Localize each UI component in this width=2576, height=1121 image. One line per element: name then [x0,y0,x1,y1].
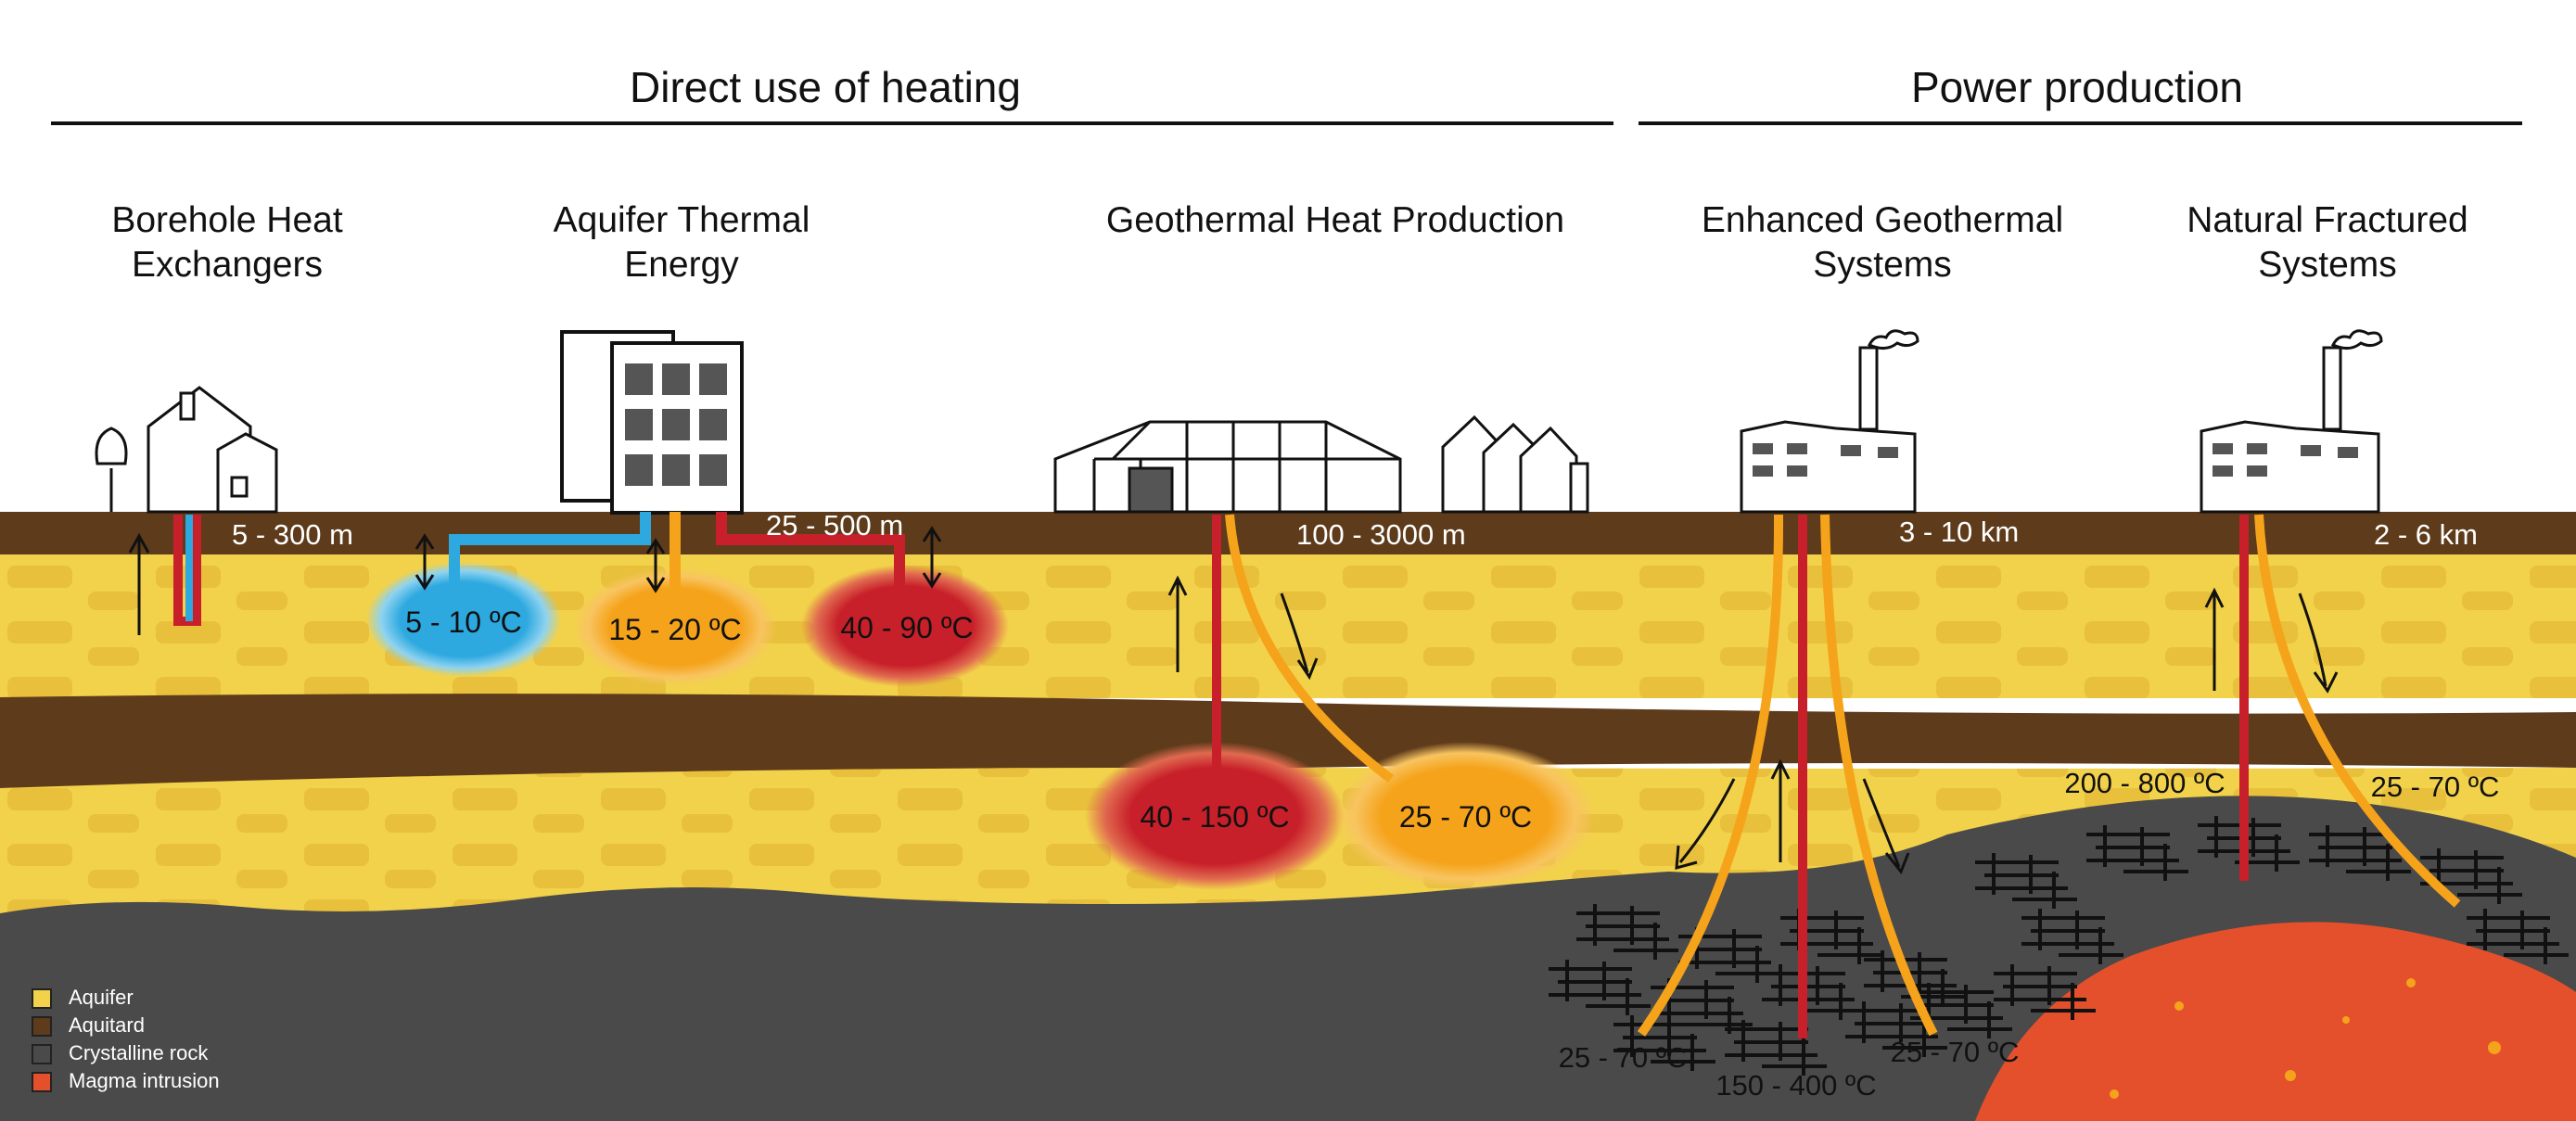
hot-well-temp: 40 - 90 ºC [840,611,974,644]
legend-swatch-magma [32,1072,52,1092]
direct-use-heading: Direct use of heating [630,63,1021,111]
egs-depth: 3 - 10 km [1899,516,2020,548]
magma-intrusion [1975,922,2576,1121]
office-building-icon [560,330,744,515]
ghp-return-temp: 25 - 70 ºC [1398,800,1533,834]
egs-injection-right [1820,514,1938,1037]
nfs-arrows [2204,587,2339,694]
bhe-arrow [128,532,150,635]
greenhouse-icon [1053,420,1402,514]
house-icon [95,386,278,514]
egs-left-temp: 25 - 70 ºC [1558,1041,1688,1074]
power-plant-icon-nfs [2200,329,2383,514]
legend-label-magma: Magma intrusion [69,1069,220,1092]
power-plant-icon-egs [1740,329,1919,514]
ates-depth: 25 - 500 m [766,509,904,541]
hot-well-plume [801,565,1009,687]
ghp-depth: 100 - 3000 m [1296,518,1466,551]
ghp-arrows [1167,575,1319,681]
egs-title: Enhanced Geothermal Systems [1701,200,2064,285]
nfs-depth: 2 - 6 km [2374,518,2478,551]
nfs-return-temp: 25 - 70 ºC [2370,771,2500,803]
ghp-return-plume [1335,742,1595,890]
hot-pipe [716,512,905,593]
legend-swatch-crystalline [32,1044,52,1064]
legend-label-aquifer: Aquifer [69,986,134,1009]
egs-arrows [1675,758,1910,874]
aquitard-middle [0,694,2576,788]
ates-title: Aquifer Thermal Energy [553,200,810,285]
nfs-hot-temp: 200 - 800 ºC [2064,767,2225,799]
houses-icon [1441,414,1589,514]
legend-label-crystalline: Crystalline rock [69,1041,209,1064]
ates-arrows [414,526,942,593]
ghp-title: Geothermal Heat Production [1105,200,1565,240]
warm-well-temp: 15 - 20 ºC [608,613,742,646]
bhe-depth: 5 - 300 m [232,518,353,551]
cold-well-temp: 5 - 10 ºC [405,605,522,639]
bhe-title: Borehole Heat Exchangers [111,200,343,285]
egs-injection-left [1637,514,1784,1037]
legend-swatch-aquifer [32,988,52,1009]
power-production-heading: Power production [1911,63,2243,111]
legend-label-aquitard: Aquitard [69,1013,145,1037]
egs-right-temp: 25 - 70 ºC [1890,1036,2020,1068]
nfs-title: Natural Fractured Systems [2187,200,2468,285]
cold-pipe [449,512,651,593]
ghp-hot-reservoir [1085,742,1345,890]
nfs-injection-well [2254,514,2461,908]
cold-well-plume [366,562,561,677]
legend-swatch-aquitard [32,1016,52,1037]
warm-well-plume [573,567,777,686]
egs-center-temp: 150 - 400 ºC [1715,1069,1877,1102]
ghp-hot-temp: 40 - 150 ºC [1140,800,1290,834]
ghp-injection-well [1225,514,1395,783]
aquitard-top [0,512,2576,558]
crystalline-rock [0,796,2576,1121]
